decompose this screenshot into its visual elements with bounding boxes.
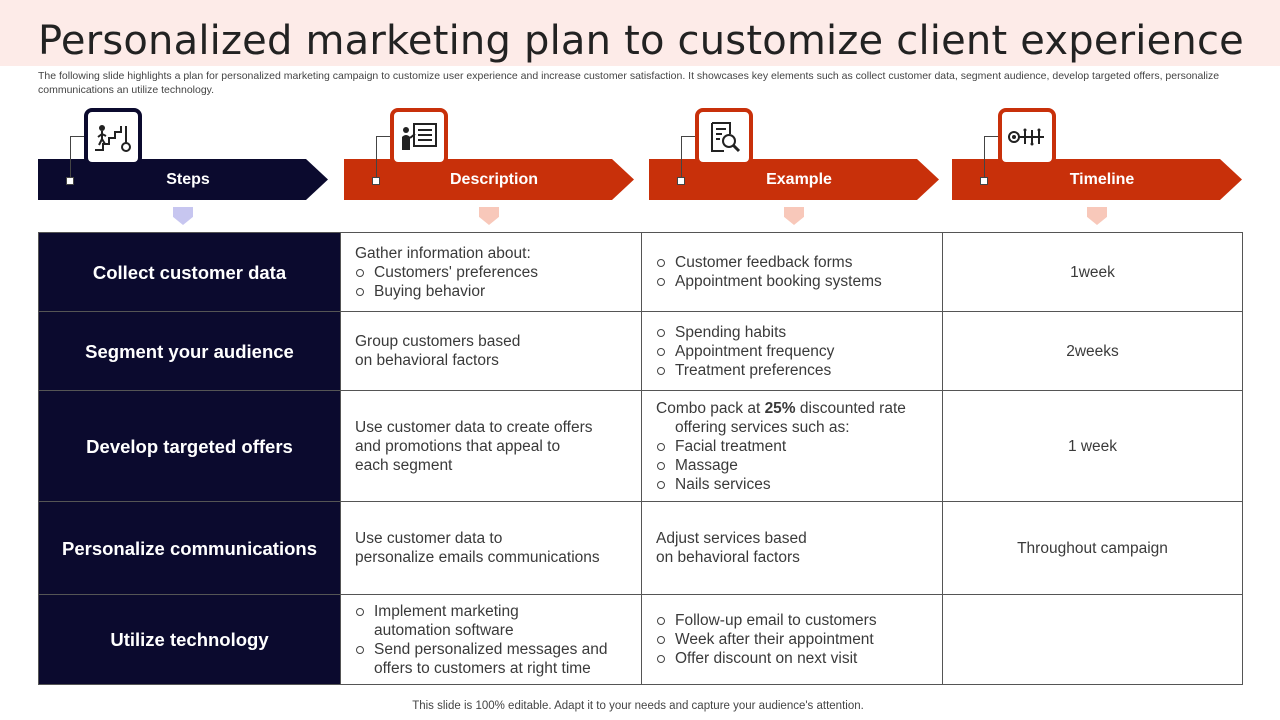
footer-note: This slide is 100% editable. Adapt it to… [412, 700, 864, 712]
list-item: Offer discount on next visit [656, 649, 930, 668]
header-label-timeline: Timeline [1069, 171, 1135, 188]
timeline-icon [998, 108, 1056, 166]
example-intro-line2: offering services such as: [675, 418, 850, 436]
example-cell: Combo pack at 25% discounted rate offeri… [641, 390, 943, 502]
title-band [0, 0, 1280, 66]
timeline-cell: Throughout campaign [942, 501, 1243, 595]
column-pointer [173, 207, 193, 225]
list-item: Appointment frequency [656, 342, 930, 361]
example-cell: Customer feedback forms Appointment book… [641, 232, 943, 312]
list-item-line: offers to customers at right time [374, 659, 591, 677]
page-title: Personalized marketing plan to customize… [38, 18, 1244, 64]
column-pointer [784, 207, 804, 225]
header-label-example: Example [766, 171, 832, 188]
header-steps: Steps [38, 108, 328, 228]
page-subtitle: The following slide highlights a plan fo… [38, 70, 1220, 96]
step-cell: Collect customer data [38, 232, 341, 312]
list-item: Customer feedback forms [656, 253, 930, 272]
description-line: on behavioral factors [355, 352, 499, 369]
list-item: Spending habits [656, 323, 930, 342]
example-intro-text: discounted rate [795, 399, 906, 417]
list-item: Nails services [656, 475, 930, 494]
header-arrow [952, 159, 1242, 200]
example-cell: Follow-up email to customers Week after … [641, 594, 943, 685]
header-arrow [649, 159, 939, 200]
description-line: Use customer data to [355, 530, 503, 547]
description-line: Use customer data to create offers [355, 418, 593, 436]
header-arrow [344, 159, 634, 200]
list-item: Treatment preferences [656, 361, 930, 380]
description-intro: Gather information about: [355, 244, 531, 262]
description-line: Group customers based [355, 333, 521, 350]
step-cell: Segment your audience [38, 311, 341, 391]
example-cell: Adjust services based on behavioral fact… [641, 501, 943, 595]
arrow-dot [677, 177, 685, 185]
example-line: on behavioral factors [656, 549, 800, 566]
discount-value: 25% [764, 399, 796, 417]
presentation-board-icon [390, 108, 448, 166]
description-cell: Gather information about: Customers' pre… [340, 232, 642, 312]
plan-table: Collect customer data Gather information… [38, 232, 1243, 685]
description-line: personalize emails communications [355, 549, 600, 566]
table-row: Develop targeted offers Use customer dat… [38, 390, 1243, 502]
header-arrow [38, 159, 328, 200]
document-search-icon [695, 108, 753, 166]
example-intro: Combo pack at 25% discounted rate [656, 400, 906, 417]
step-cell: Utilize technology [38, 594, 341, 685]
column-pointer [1087, 207, 1107, 225]
arrow-dot [372, 177, 380, 185]
example-intro-text: Combo pack at [656, 399, 765, 417]
list-item: Buying behavior [355, 282, 629, 301]
list-item-line: automation software [374, 621, 514, 639]
list-item: Facial treatment [656, 437, 930, 456]
list-item-line: Implement marketing [374, 602, 519, 620]
header-description: Description [344, 108, 634, 228]
description-cell: Use customer data to personalize emails … [340, 501, 642, 595]
description-cell: Use customer data to create offers and p… [340, 390, 642, 502]
table-row: Segment your audience Group customers ba… [38, 311, 1243, 391]
step-cell: Personalize communications [38, 501, 341, 595]
header-timeline: Timeline [952, 108, 1242, 228]
table-row: Personalize communications Use customer … [38, 501, 1243, 595]
timeline-cell [942, 594, 1243, 685]
table-row: Collect customer data Gather information… [38, 232, 1243, 312]
list-item: Appointment booking systems [656, 272, 930, 291]
list-item: Massage [656, 456, 930, 475]
list-item: Week after their appointment [656, 630, 930, 649]
header-label-description: Description [449, 171, 538, 188]
list-item: Follow-up email to customers [656, 611, 930, 630]
arrow-dot [66, 177, 74, 185]
list-item-line: Send personalized messages and [374, 640, 608, 658]
description-cell: Group customers based on behavioral fact… [340, 311, 642, 391]
example-line: Adjust services based [656, 530, 807, 547]
step-cell: Develop targeted offers [38, 390, 341, 502]
column-pointer [479, 207, 499, 225]
description-line: each segment [355, 456, 453, 474]
timeline-cell: 1week [942, 232, 1243, 312]
arrow-dot [980, 177, 988, 185]
timeline-cell: 2weeks [942, 311, 1243, 391]
header-label-steps: Steps [166, 171, 210, 188]
header-example: Example [649, 108, 939, 228]
description-line: and promotions that appeal to [355, 437, 561, 455]
list-item: Customers' preferences [355, 263, 629, 282]
timeline-cell: 1 week [942, 390, 1243, 502]
example-cell: Spending habits Appointment frequency Tr… [641, 311, 943, 391]
stairs-person-icon [84, 108, 142, 166]
